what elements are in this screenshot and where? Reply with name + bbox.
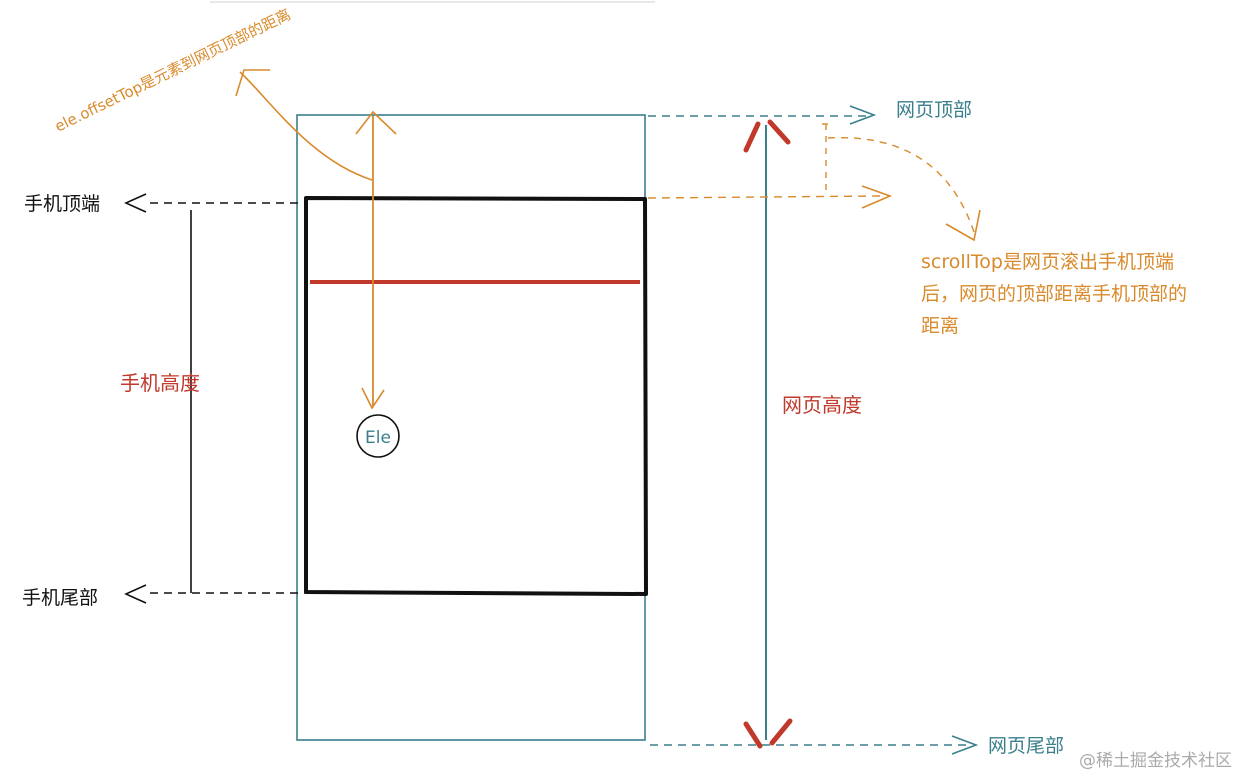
page-bottom-label: 网页尾部 — [988, 735, 1064, 757]
scrolltop-label-line3: 距离 — [921, 315, 959, 337]
scrolltop-arrow-icon — [861, 185, 893, 209]
element-label: Ele — [365, 428, 391, 448]
page-height-bottom-bracket-icon — [743, 718, 793, 749]
offset-top-leader-curve — [239, 71, 373, 181]
scrolltop-dashed-line — [647, 195, 881, 199]
page-bottom-arrow-icon — [951, 735, 979, 755]
offset-top-leader-arrow-icon — [235, 69, 270, 97]
phone-top-label: 手机顶端 — [24, 193, 100, 215]
watermark: @稀土掘金技术社区 — [1079, 751, 1232, 771]
scrolltop-label-line2: 后，网页的顶部距离手机顶部的 — [921, 283, 1187, 305]
offset-top-up-arrow-icon — [355, 110, 397, 135]
page-top-arrow-icon — [849, 105, 877, 125]
page-height-label: 网页高度 — [782, 393, 862, 417]
offset-top-down-arrow-icon — [361, 387, 385, 410]
phone-height-label: 手机高度 — [120, 371, 200, 395]
phone-top-arrow-icon — [124, 193, 147, 213]
phone-bottom-arrow-icon — [124, 584, 147, 604]
scrolltop-curve-arrow-icon — [945, 209, 981, 242]
phone-frame — [304, 196, 648, 596]
scrolltop-label-line1: scrollTop是网页滚出手机顶端 — [921, 251, 1174, 273]
page-top-label: 网页顶部 — [896, 99, 972, 121]
phone-bottom-label: 手机尾部 — [22, 587, 98, 609]
scrolltop-curve — [827, 136, 975, 233]
element-circle — [356, 414, 400, 458]
webpage-frame — [296, 114, 646, 741]
page-height-top-bracket-icon — [743, 119, 791, 153]
